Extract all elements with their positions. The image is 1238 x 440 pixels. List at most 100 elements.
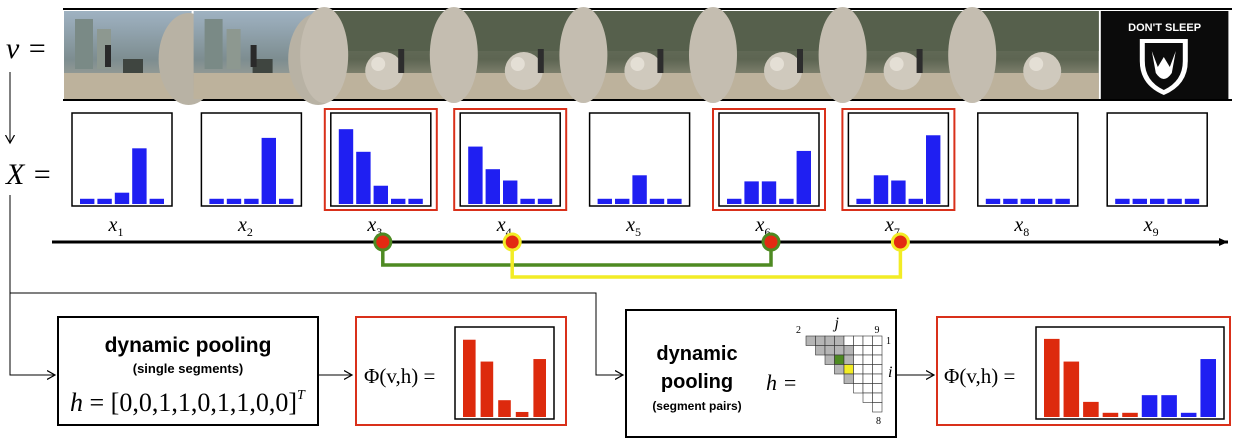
- segment-point: [502, 232, 522, 252]
- feature-label: x1: [108, 214, 124, 239]
- single-pooling-title: dynamic pooling: [105, 334, 272, 357]
- pair-pooling-title-line2: pooling: [661, 371, 733, 393]
- matrix-cell: [853, 383, 864, 394]
- feature-histogram: x9: [1106, 112, 1208, 239]
- histogram-bar: [1184, 198, 1200, 204]
- matrix-cell: [872, 345, 883, 356]
- histogram-bar: [209, 198, 224, 204]
- matrix-cell: [872, 383, 883, 394]
- sphere-edge: [429, 7, 478, 103]
- single-pooling-subtitle: (single segments): [133, 361, 244, 376]
- matrix-cell: [872, 373, 883, 384]
- feature-label: x2: [237, 214, 253, 239]
- building: [75, 19, 93, 69]
- matrix-cell: [853, 345, 864, 356]
- skater: [657, 49, 664, 73]
- stone-ball: [764, 52, 802, 90]
- matrix-row-start-label: 1: [886, 336, 891, 347]
- skater: [916, 49, 923, 73]
- output-bar: [463, 339, 476, 417]
- histogram-bar: [1020, 198, 1035, 204]
- histogram-box: [200, 112, 303, 207]
- x-to-single-pooling-arrow: [9, 195, 55, 375]
- stone-ball: [624, 52, 663, 90]
- matrix-cell: [853, 354, 864, 365]
- building: [204, 19, 223, 69]
- histogram-bar: [1003, 198, 1018, 204]
- matrix-cell: [872, 335, 883, 346]
- histogram-bar: [279, 198, 294, 204]
- matrix-cell: [843, 345, 854, 356]
- logo-text: DON'T SLEEP: [1128, 22, 1201, 34]
- histogram-bar: [80, 198, 95, 204]
- histogram-bar: [149, 198, 164, 204]
- video-frames: DON'T SLEEP: [64, 7, 1229, 105]
- v-label: v =: [6, 32, 47, 65]
- histogram-bar: [985, 198, 1001, 204]
- histogram-bar: [338, 129, 354, 204]
- segment-pair-links: [381, 242, 903, 279]
- matrix-cell: [862, 335, 873, 346]
- video-frame: [948, 7, 1099, 103]
- single-h-equation: h = [0,0,1,1,0,1,1,0,0]T: [70, 388, 306, 417]
- feature-histogram: x8: [977, 112, 1079, 239]
- output-bar: [515, 411, 529, 417]
- histogram-bar: [373, 185, 388, 204]
- ball-highlight: [1029, 57, 1044, 71]
- histogram-bar: [391, 198, 406, 204]
- feature-histogram: x5: [588, 112, 691, 239]
- histogram-bar: [1167, 198, 1182, 204]
- histogram-bar: [926, 135, 941, 204]
- matrix-cell: [862, 392, 873, 403]
- pair-phi-label: Φ(v,h) =: [944, 364, 1015, 388]
- video-frame: [429, 7, 581, 103]
- histogram-bar: [97, 198, 112, 204]
- output-bar: [1180, 412, 1197, 417]
- pair-h-label: h =: [766, 370, 797, 395]
- matrix-cell: [872, 402, 883, 413]
- matrix-j-label: j: [833, 315, 840, 332]
- feature-histogram: x2: [200, 112, 303, 239]
- feature-label: x9: [1143, 214, 1159, 239]
- matrix-cell: [862, 364, 873, 375]
- highlight-frame: [453, 108, 568, 211]
- video-frame: [300, 7, 451, 103]
- feature-histogram: x1: [71, 112, 173, 239]
- sphere-edge: [300, 7, 349, 103]
- matrix-cell: [834, 335, 845, 346]
- ball-highlight: [371, 57, 386, 71]
- matrix-col-start-label: 2: [796, 325, 801, 336]
- matrix-cell: [843, 373, 854, 384]
- histogram-bar: [873, 175, 889, 204]
- video-frame: [559, 7, 710, 103]
- segment-point: [890, 232, 910, 252]
- x-label: X =: [5, 158, 52, 191]
- histogram-bar: [356, 151, 371, 204]
- building: [226, 29, 241, 69]
- histogram-bar: [114, 192, 130, 204]
- video-frame: [689, 7, 840, 103]
- segment-point: [761, 232, 781, 252]
- histogram-bar: [503, 180, 518, 204]
- sphere-edge: [948, 7, 997, 103]
- ball-highlight: [770, 57, 784, 71]
- output-bar: [498, 400, 511, 417]
- histogram-bar: [537, 198, 553, 204]
- feature-label: x3: [366, 214, 382, 239]
- matrix-cell: [815, 335, 826, 346]
- histogram-bar: [132, 148, 147, 204]
- histogram-bar: [744, 181, 759, 204]
- output-bar: [1083, 401, 1099, 417]
- matrix-cell: [824, 335, 835, 346]
- matrix-cell: [834, 354, 845, 365]
- histogram-bar: [1150, 198, 1165, 204]
- feature-histogram: x7: [841, 108, 956, 239]
- stone-ball: [365, 52, 404, 90]
- skater: [797, 49, 803, 73]
- histogram-bar: [727, 198, 742, 204]
- output-bar: [1063, 361, 1080, 417]
- histogram-bar: [761, 181, 777, 204]
